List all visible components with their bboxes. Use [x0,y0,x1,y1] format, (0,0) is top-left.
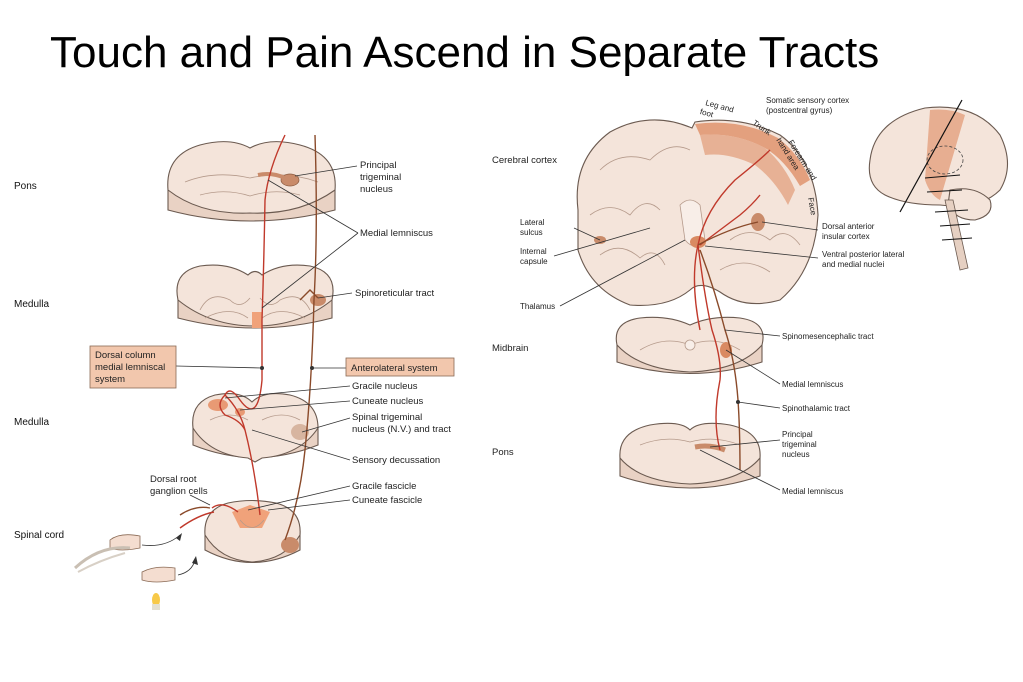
label-anterolateral: Anterolateral system [351,363,438,374]
pons-section-right [619,422,761,489]
label-medial-lemniscus-pons: Medial lemniscus [782,487,843,496]
label-cuneate-nucleus: Cuneate nucleus [352,396,424,407]
label-face: Face [806,197,818,217]
label-somatic-sensory-cortex: Somatic sensory cortex (postcentral gyru… [766,96,851,115]
pons-section-left [167,141,336,222]
anterolateral-box [345,357,455,377]
label-principal-trigeminal-right: Principal trigeminal nucleus [782,430,819,459]
label-principal-trigeminal-left: Principal trigeminal nucleus [360,160,404,195]
spinal-cord-section-left [204,499,301,563]
label-dorsal-anterior-insular: Dorsal anterior insular cortex [822,222,877,241]
region-pons-left: Pons [14,181,37,192]
region-spinal-cord-left: Spinal cord [14,530,64,541]
region-cerebral-cortex: Cerebral cortex [492,155,557,166]
page-title: Touch and Pain Ascend in Separate Tracts [50,28,880,77]
label-lateral-sulcus: Lateral sulcus [520,218,547,237]
left-leader-lines [175,165,359,511]
region-pons-right: Pons [492,447,514,458]
label-spinothalamic: Spinothalamic tract [782,404,851,413]
medulla-upper-section-left [176,264,334,329]
dorsal-column-box [89,345,177,389]
region-midbrain: Midbrain [492,343,528,354]
label-cuneate-fascicle: Cuneate fascicle [352,495,422,506]
label-spinal-trigeminal: Spinal trigeminal nucleus (N.V.) and tra… [352,412,451,435]
label-medial-lemniscus-midbrain: Medial lemniscus [782,380,843,389]
region-medulla-upper-left: Medulla [14,299,49,310]
right-tracts [693,149,771,471]
left-tracts [179,134,319,541]
label-gracile-fascicle: Gracile fascicle [352,481,416,492]
label-vpl-vpm: Ventral posterior lateral and medial nuc… [822,250,907,269]
label-medial-lemniscus-left: Medial lemniscus [360,228,433,239]
midbrain-section [615,316,764,374]
label-spinoreticular: Spinoreticular tract [355,288,435,299]
label-dorsal-root: Dorsal root ganglion cells [150,474,208,497]
label-dorsal-column: Dorsal column medial lemniscal system [95,350,168,385]
peripheral-stimuli [73,533,198,610]
label-internal-capsule: Internal capsule [520,247,549,266]
tract-marker-dots [260,366,314,370]
cerebral-section [576,119,819,306]
label-spinomesencephalic: Spinomesencephalic tract [782,332,874,341]
medulla-lower-section-left [192,393,319,463]
region-medulla-lower-left: Medulla [14,417,49,428]
tract-marker-dot-right [736,400,740,404]
label-thalamus: Thalamus [520,302,555,311]
right-leader-lines [553,221,819,491]
label-sensory-decussation: Sensory decussation [352,455,440,466]
brain-inset [868,99,1009,271]
label-gracile-nucleus: Gracile nucleus [352,381,418,392]
